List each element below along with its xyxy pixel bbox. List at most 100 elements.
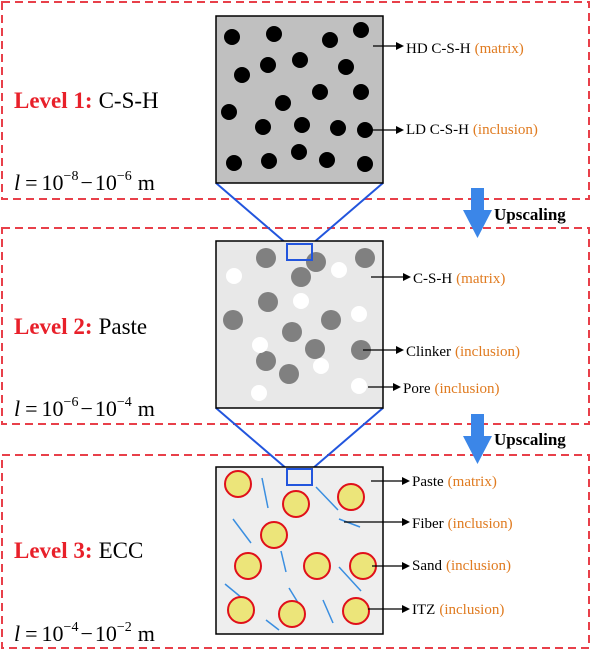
level-3-frame <box>1 454 590 649</box>
level-2-title: Level 2:Paste <box>14 314 147 339</box>
ld-csh-particle <box>275 95 291 111</box>
ld-csh-particle <box>266 26 282 42</box>
ld-csh-particle <box>234 67 250 83</box>
pore-particle <box>251 385 267 401</box>
annot-pore: Pore(inclusion) <box>403 381 500 397</box>
fiber-segment <box>338 566 362 592</box>
clinker-particle <box>282 322 302 342</box>
pore-particle <box>351 306 367 322</box>
upscaling-arrow-1-icon <box>463 188 492 238</box>
clinker-particle <box>256 351 276 371</box>
ld-csh-particle <box>226 155 242 171</box>
sand-particle <box>234 552 262 580</box>
upscaling-label-1: Upscaling <box>494 205 566 224</box>
zoom-line-1-right <box>311 182 384 245</box>
ld-csh-particle <box>353 22 369 38</box>
zoom-box-level-2-top <box>286 243 313 261</box>
clinker-particle <box>321 310 341 330</box>
sand-particle <box>224 470 252 498</box>
level-2-label: Level 2: <box>14 314 93 339</box>
sand-particle <box>227 596 255 624</box>
clinker-particle <box>291 267 311 287</box>
level-1-particles <box>221 22 373 172</box>
level-2-frame <box>1 227 590 425</box>
fiber-segment <box>322 599 334 624</box>
pore-particle <box>313 358 329 374</box>
clinker-particle <box>279 364 299 384</box>
level-2-particles <box>223 248 375 401</box>
annot-sand: Sand(inclusion) <box>412 558 511 574</box>
ld-csh-particle <box>338 59 354 75</box>
upscaling-arrow-2-icon <box>463 414 492 464</box>
zoom-line-2-left <box>215 407 288 470</box>
ld-csh-particle <box>312 84 328 100</box>
level-1-title: Level 1:C-S-H <box>14 88 159 113</box>
fiber-segment <box>280 550 287 573</box>
sand-particle <box>337 483 365 511</box>
ld-csh-particle <box>261 153 277 169</box>
ld-csh-particle <box>292 52 308 68</box>
level-1-label: Level 1: <box>14 88 93 113</box>
clinker-particle <box>306 252 326 272</box>
sand-particle <box>342 597 370 625</box>
ld-csh-particle <box>353 84 369 100</box>
annot-clinker: Clinker(inclusion) <box>406 344 520 360</box>
level-3-particles <box>224 470 377 631</box>
ld-csh-particle <box>322 32 338 48</box>
annot-hd-csh: HD C-S-H(matrix) <box>406 41 524 57</box>
clinker-particle <box>256 248 276 268</box>
level-3-name: ECC <box>99 538 144 563</box>
ld-csh-particle <box>357 122 373 138</box>
annotation-arrows <box>344 42 411 613</box>
annot-ld-csh: LD C-S-H(inclusion) <box>406 122 538 138</box>
annot-paste-matrix: Paste(matrix) <box>412 474 497 490</box>
annot-csh-matrix: C-S-H(matrix) <box>413 271 505 287</box>
ld-csh-particle <box>294 117 310 133</box>
pore-particle <box>226 268 242 284</box>
fiber-segment <box>315 486 339 511</box>
zoom-line-2-right <box>311 407 384 470</box>
clinker-particle <box>223 310 243 330</box>
fiber-segment <box>265 619 280 631</box>
level-1-frame <box>1 1 590 200</box>
ld-csh-particle <box>224 29 240 45</box>
annot-fiber: Fiber(inclusion) <box>412 516 513 532</box>
ld-csh-particle <box>330 120 346 136</box>
level-3-title: Level 3:ECC <box>14 538 143 563</box>
sand-particle <box>278 600 306 628</box>
zoom-line-1-left <box>215 182 288 245</box>
ld-csh-particle <box>255 119 271 135</box>
sand-particle <box>282 490 310 518</box>
pore-particle <box>293 293 309 309</box>
level-1-name: C-S-H <box>99 88 159 113</box>
ld-csh-particle <box>291 144 307 160</box>
zoom-connectors <box>215 182 384 486</box>
zoom-box-level-3-top <box>286 468 313 486</box>
upscaling-label-2: Upscaling <box>494 430 566 449</box>
level-3-label: Level 3: <box>14 538 93 563</box>
fiber-segment <box>224 583 243 599</box>
ld-csh-particle <box>319 152 335 168</box>
pore-particle <box>351 378 367 394</box>
ld-csh-particle <box>260 57 276 73</box>
clinker-particle <box>258 292 278 312</box>
fiber-segment <box>232 518 252 544</box>
clinker-particle <box>305 339 325 359</box>
upscaling-arrow-1: Upscaling <box>463 188 566 238</box>
clinker-particle <box>351 340 371 360</box>
pore-particle <box>331 262 347 278</box>
ld-csh-particle <box>221 104 237 120</box>
fiber-segment <box>338 518 361 528</box>
ld-csh-particle <box>357 156 373 172</box>
annot-itz: ITZ(inclusion) <box>412 602 504 618</box>
level-2-name: Paste <box>99 314 148 339</box>
fiber-segment <box>261 477 269 509</box>
clinker-particle <box>355 248 375 268</box>
sand-particle <box>260 521 288 549</box>
sand-particle <box>303 552 331 580</box>
